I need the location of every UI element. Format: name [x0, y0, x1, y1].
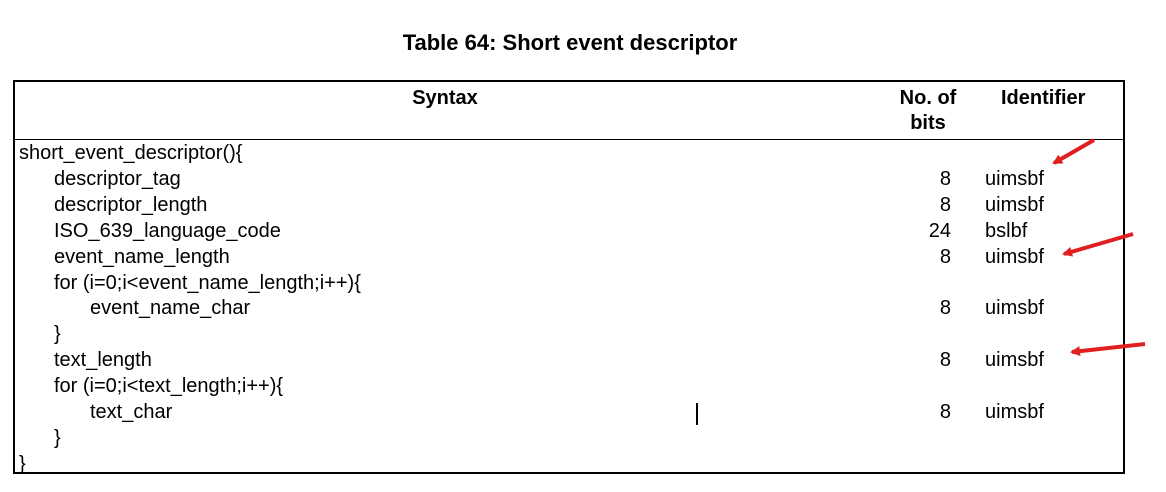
table-row: descriptor_length 8 uimsbf	[15, 192, 1123, 218]
syntax-cell: }	[54, 426, 61, 449]
table-row: text_char 8 uimsbf	[15, 399, 1123, 425]
syntax-cell: }	[19, 452, 26, 475]
syntax-cell: event_name_length	[54, 245, 230, 268]
syntax-cell: event_name_char	[90, 297, 251, 320]
table-row: event_name_length 8 uimsbf	[15, 244, 1123, 270]
arrow-annotation	[1062, 232, 1134, 257]
bits-cell: 24	[928, 219, 951, 242]
identifier-cell: uimsbf	[985, 245, 1044, 268]
syntax-cell: for (i=0;i<event_name_length;i++){	[54, 271, 361, 294]
bits-cell: 8	[939, 167, 951, 190]
table-row: }	[15, 321, 1123, 347]
table-title: Table 64: Short event descriptor	[402, 30, 738, 55]
header-syntax: Syntax	[412, 87, 478, 109]
identifier-cell: uimsbf	[985, 193, 1044, 216]
syntax-cell: short_event_descriptor(){	[19, 142, 243, 164]
identifier-cell: bslbf	[985, 219, 1028, 242]
text-cursor	[696, 403, 698, 425]
bits-cell: 8	[939, 245, 951, 268]
syntax-cell: ISO_639_language_code	[54, 219, 281, 242]
syntax-cell: descriptor_tag	[54, 167, 181, 190]
table-row: descriptor_tag 8 uimsbf	[15, 166, 1123, 192]
identifier-cell: uimsbf	[985, 349, 1044, 372]
identifier-cell: uimsbf	[985, 297, 1044, 320]
bits-cell: 8	[939, 401, 951, 423]
table-row: }	[15, 425, 1123, 451]
table-row: for (i=0;i<text_length;i++){	[15, 373, 1123, 399]
header-bits: No. of bits	[899, 87, 957, 134]
header-identifier: Identifier	[1001, 87, 1086, 109]
arrow-annotation	[1070, 342, 1146, 357]
table-row: for (i=0;i<event_name_length;i++){	[15, 270, 1123, 296]
syntax-table: Syntax No. of bits Identifier short_even…	[13, 80, 1125, 477]
table-row: text_length 8 uimsbf	[15, 347, 1123, 373]
table-row: }	[15, 451, 1123, 477]
syntax-cell: }	[54, 323, 61, 346]
identifier-cell: uimsbf	[985, 401, 1044, 423]
bits-cell: 8	[939, 349, 951, 372]
arrow-annotation	[1052, 138, 1095, 165]
table-row: short_event_descriptor(){	[15, 140, 1123, 166]
syntax-cell: for (i=0;i<text_length;i++){	[54, 375, 284, 398]
table-row: event_name_char 8 uimsbf	[15, 295, 1123, 321]
header-divider	[15, 139, 1123, 140]
syntax-cell: text_char	[90, 401, 173, 423]
table-row: ISO_639_language_code 24 bslbf	[15, 218, 1123, 244]
bits-cell: 8	[939, 193, 951, 216]
identifier-cell: uimsbf	[985, 167, 1044, 190]
syntax-cell: text_length	[54, 349, 152, 372]
syntax-cell: descriptor_length	[54, 193, 208, 216]
bits-cell: 8	[939, 297, 951, 320]
